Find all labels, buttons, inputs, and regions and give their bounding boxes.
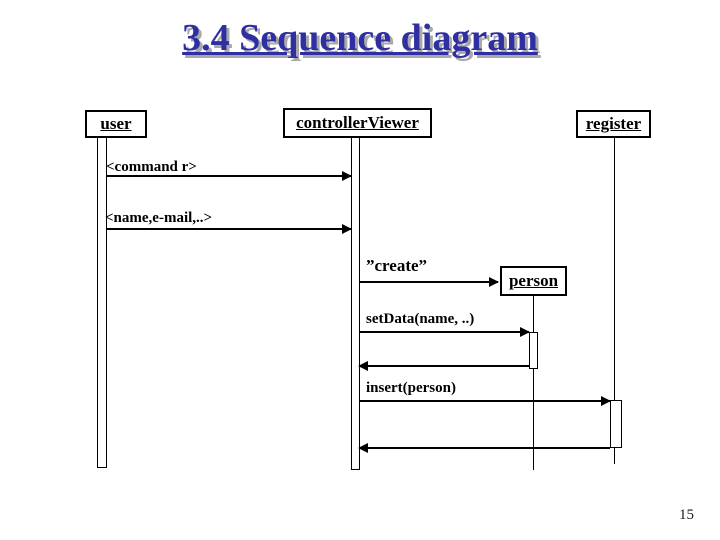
message-arrow-insert-return <box>358 443 610 453</box>
message-arrow-create <box>359 277 499 287</box>
actor-box-controller-viewer: controllerViewer <box>283 108 432 138</box>
message-arrow-name-email <box>106 224 352 234</box>
actor-label-controller-viewer: controllerViewer <box>296 113 419 132</box>
page-number: 15 <box>679 507 694 523</box>
actor-label-user: user <box>100 114 132 133</box>
message-label-name-email: <name,e-mail,..> <box>105 210 213 226</box>
message-arrow-insert <box>359 396 611 406</box>
message-arrow-command-r <box>106 171 352 181</box>
message-label-insert: insert(person) <box>366 380 456 396</box>
actor-label-register: register <box>585 114 642 133</box>
message-label-command-r: <command r> <box>106 159 197 175</box>
message-label-create: ”create” <box>366 256 428 275</box>
actor-box-person: person <box>500 266 567 296</box>
message-arrow-setdata-return <box>358 361 529 371</box>
actor-label-person: person <box>508 271 559 290</box>
activation-bar-user <box>97 137 107 468</box>
activation-bar-person <box>529 332 538 369</box>
lifeline-register <box>614 138 615 464</box>
lifeline-person <box>533 296 534 470</box>
message-arrow-setdata <box>359 327 530 337</box>
slide-title: 3.4 Sequence diagram <box>182 17 538 59</box>
actor-box-register: register <box>576 110 651 138</box>
message-label-setdata: setData(name, ..) <box>366 311 475 327</box>
activation-bar-controller-viewer <box>351 137 360 470</box>
activation-bar-register <box>610 400 622 448</box>
actor-box-user: user <box>85 110 147 138</box>
